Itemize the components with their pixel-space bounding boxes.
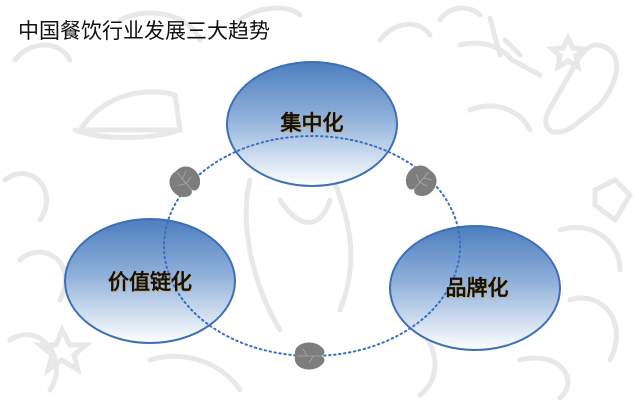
leaf-icon (169, 166, 201, 197)
slide-title: 中国餐饮行业发展三大趋势 (18, 19, 270, 43)
node-ellipse-concentration (226, 61, 398, 187)
node-ellipse-value-chain (64, 218, 236, 344)
leaf-icon (405, 165, 437, 196)
node-label-value-chain: 价值链化 (108, 270, 192, 294)
node-label-branding: 品牌化 (445, 276, 509, 300)
node-ellipse-branding (389, 225, 561, 351)
cycle-connector (163, 135, 461, 357)
leaf-icon (294, 342, 325, 370)
node-label-concentration: 集中化 (280, 111, 344, 135)
